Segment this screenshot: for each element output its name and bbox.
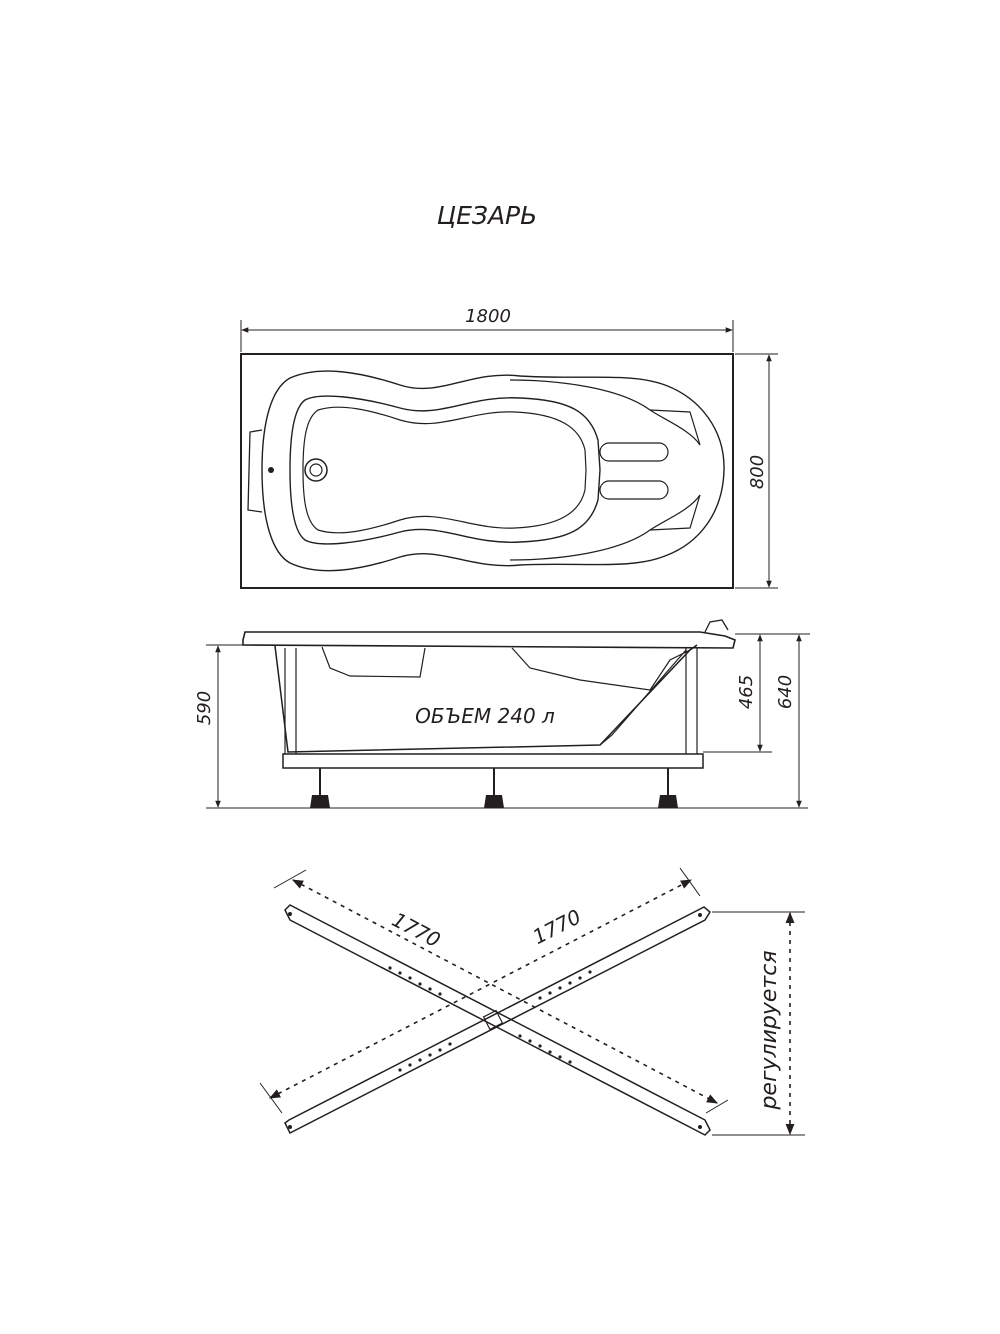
dim-ext-bar1-start	[273, 869, 307, 889]
bar-2-dimension: 1770	[529, 904, 585, 949]
model-title: ЦЕЗАРЬ	[437, 201, 538, 230]
top-view: 1800 800	[240, 306, 778, 589]
overflow-panel	[247, 429, 263, 513]
tub-outline	[240, 353, 734, 589]
length-dimension: 1800	[465, 306, 511, 327]
drain-icon	[304, 458, 328, 482]
headrest-corner-bottom	[649, 494, 701, 531]
leg	[484, 768, 504, 808]
height-dimension: 640	[775, 675, 796, 709]
headrest-line-top	[509, 379, 701, 446]
bar-2-holes	[288, 913, 702, 1129]
side-rim	[242, 631, 736, 649]
frame-height-dimension: 590	[194, 691, 215, 725]
side-view: ОБЪЕМ 240 л 590 465 640	[194, 619, 810, 809]
side-body	[274, 644, 698, 753]
frame-bar-2	[284, 906, 711, 1135]
tub-rim-outer	[261, 370, 725, 572]
bar-2-dimension-line	[269, 879, 692, 1099]
adjustable-label: регулируется	[757, 950, 782, 1110]
headrest-corner-top	[649, 409, 701, 446]
overflow-hole	[268, 467, 274, 473]
dim-ext-bar2-end	[679, 867, 701, 897]
leg	[658, 768, 678, 808]
side-seat-left	[321, 646, 426, 678]
leg	[310, 768, 330, 808]
side-slope	[599, 649, 687, 746]
grip-slot-bottom	[599, 480, 669, 500]
side-headrest	[704, 619, 729, 633]
side-backrest	[511, 647, 691, 691]
headrest-line-bottom	[509, 494, 701, 561]
grip-slot-top	[599, 442, 669, 462]
depth-dimension: 465	[736, 675, 757, 709]
bar-1-dimension-line	[292, 879, 718, 1104]
bar-1-dimension: 1770	[388, 907, 444, 952]
tub-basin-inner	[302, 406, 587, 534]
bar-1-holes	[288, 912, 702, 1129]
drain-inner-icon	[309, 463, 323, 477]
frame-view: 1770 1770 регулируется	[259, 867, 805, 1136]
side-frame	[282, 753, 704, 769]
width-dimension: 800	[747, 455, 768, 489]
dim-ext-bar1-end	[705, 1099, 729, 1114]
frame-bar-1	[284, 904, 711, 1136]
volume-label: ОБЪЕМ 240 л	[415, 704, 555, 728]
tub-basin	[289, 395, 601, 545]
